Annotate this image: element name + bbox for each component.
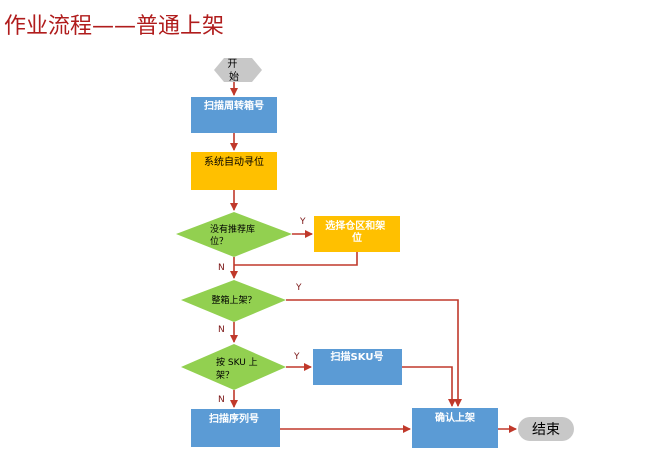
- yes-label-3: Y: [293, 352, 300, 362]
- page-title: 作业流程——普通上架: [4, 14, 225, 39]
- scan-box-label: 扫描周转箱号: [204, 99, 264, 112]
- no-label-2: N: [218, 325, 225, 335]
- auto-find-label: 系统自动寻位: [204, 155, 264, 168]
- by-sku-label: 按 SKU 上 架？: [216, 356, 261, 381]
- by-sku-line1: 按 SKU 上: [216, 356, 258, 368]
- line-select-back: [234, 252, 358, 266]
- no-label-1: N: [218, 263, 225, 273]
- scan-box-node: [191, 97, 277, 133]
- by-sku-line2: 架？: [216, 370, 234, 381]
- whole-box-decision: [181, 280, 286, 322]
- yes-label-1: Y: [299, 217, 306, 227]
- end-terminal: [518, 417, 574, 441]
- select-area-node: [314, 216, 400, 252]
- scan-sku-node: [313, 349, 402, 385]
- select-area-label: 选择仓区和架 位: [325, 219, 388, 244]
- scan-serial-node: [191, 409, 280, 447]
- whole-box-label: 整箱上架？: [211, 294, 256, 306]
- by-sku-decision: [181, 344, 286, 390]
- confirm-label: 确认上架: [435, 411, 475, 424]
- start-terminal: [214, 58, 262, 82]
- no-recommend-line1: 没有推荐库: [210, 223, 255, 235]
- connectors: [230, 82, 517, 433]
- start-label-line2: 始: [229, 70, 239, 83]
- scan-sku-label: 扫描SKU号: [331, 350, 384, 363]
- auto-find-node: [191, 152, 277, 190]
- confirm-node: [412, 408, 498, 448]
- select-area-line1: 选择仓区和架: [325, 219, 385, 232]
- start-label: 开 始: [227, 59, 240, 83]
- arrow-sku-to-confirm: [402, 366, 456, 407]
- no-recommend-line2: 位？: [210, 235, 228, 247]
- yes-label-2: Y: [295, 283, 302, 293]
- end-label: 结束: [532, 422, 560, 438]
- no-label-3: N: [218, 395, 225, 405]
- select-area-line2: 位: [352, 231, 362, 244]
- no-recommend-label: 没有推荐库 位？: [210, 223, 258, 247]
- arrow-whole-box-yes: [286, 299, 462, 407]
- start-label-line1: 开: [227, 59, 237, 70]
- no-recommend-decision: [176, 212, 292, 257]
- scan-serial-label: 扫描序列号: [209, 412, 259, 425]
